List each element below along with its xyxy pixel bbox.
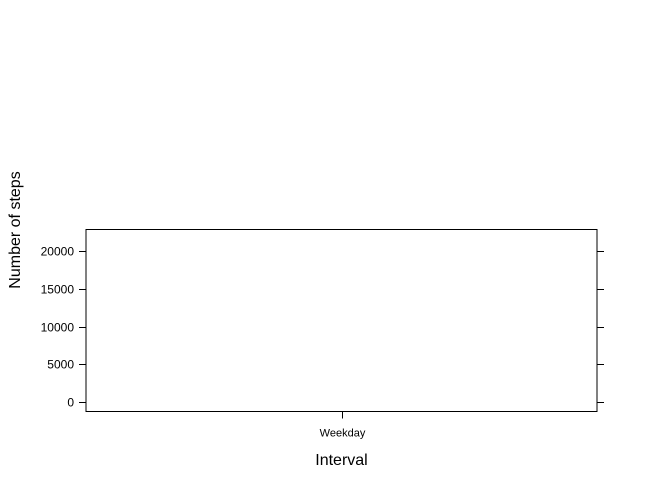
y-tick-label: 5000 bbox=[47, 358, 74, 372]
x-axis: Weekday bbox=[320, 411, 366, 440]
x-tick-label: Weekday bbox=[320, 428, 366, 440]
y-axis-left: 0 5000 10000 15000 20000 bbox=[41, 245, 86, 410]
y-axis-title: Number of steps bbox=[7, 171, 24, 288]
plot-frame bbox=[85, 229, 598, 412]
y-tick-label: 15000 bbox=[41, 283, 75, 297]
y-tick-label: 0 bbox=[67, 396, 74, 410]
y-tick-label: 20000 bbox=[41, 245, 75, 259]
y-tick-label: 10000 bbox=[41, 321, 75, 335]
y-axis-right bbox=[597, 251, 604, 403]
x-axis-title: Interval bbox=[315, 452, 367, 469]
